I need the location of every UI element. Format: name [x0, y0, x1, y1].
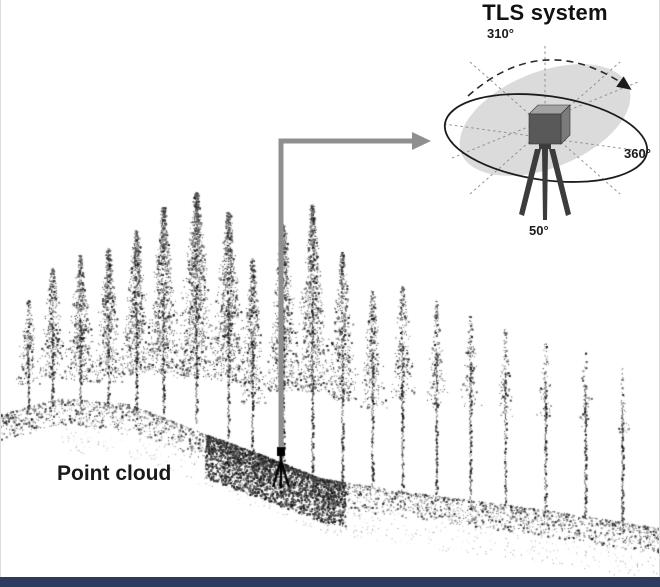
connector-arrowhead: [412, 132, 431, 150]
tripod-leg-left: [519, 149, 541, 216]
rotation-ellipse: [443, 93, 649, 183]
figure-title: TLS system: [482, 0, 608, 25]
vertical-fov-label: 310°: [487, 26, 514, 41]
tripod: [519, 144, 571, 220]
tripod-leg-center: [542, 149, 548, 220]
horizontal-guide-line: [443, 123, 649, 153]
tls-diagram: [443, 46, 649, 220]
scanner-box-front: [528, 113, 562, 145]
point-cloud-label: Point cloud: [57, 462, 172, 485]
scanner-box: [528, 104, 571, 145]
bottom-gap-label: 50°: [529, 223, 549, 238]
tripod-leg-right: [549, 149, 571, 216]
horizontal-fov-label: 360°: [624, 146, 651, 161]
tripod-neck: [539, 144, 551, 149]
connector-arrow-line: [278, 138, 412, 447]
bottom-bar: [0, 577, 660, 587]
rotation-direction-arc: [467, 59, 632, 97]
left-edge-line: [0, 0, 1, 587]
